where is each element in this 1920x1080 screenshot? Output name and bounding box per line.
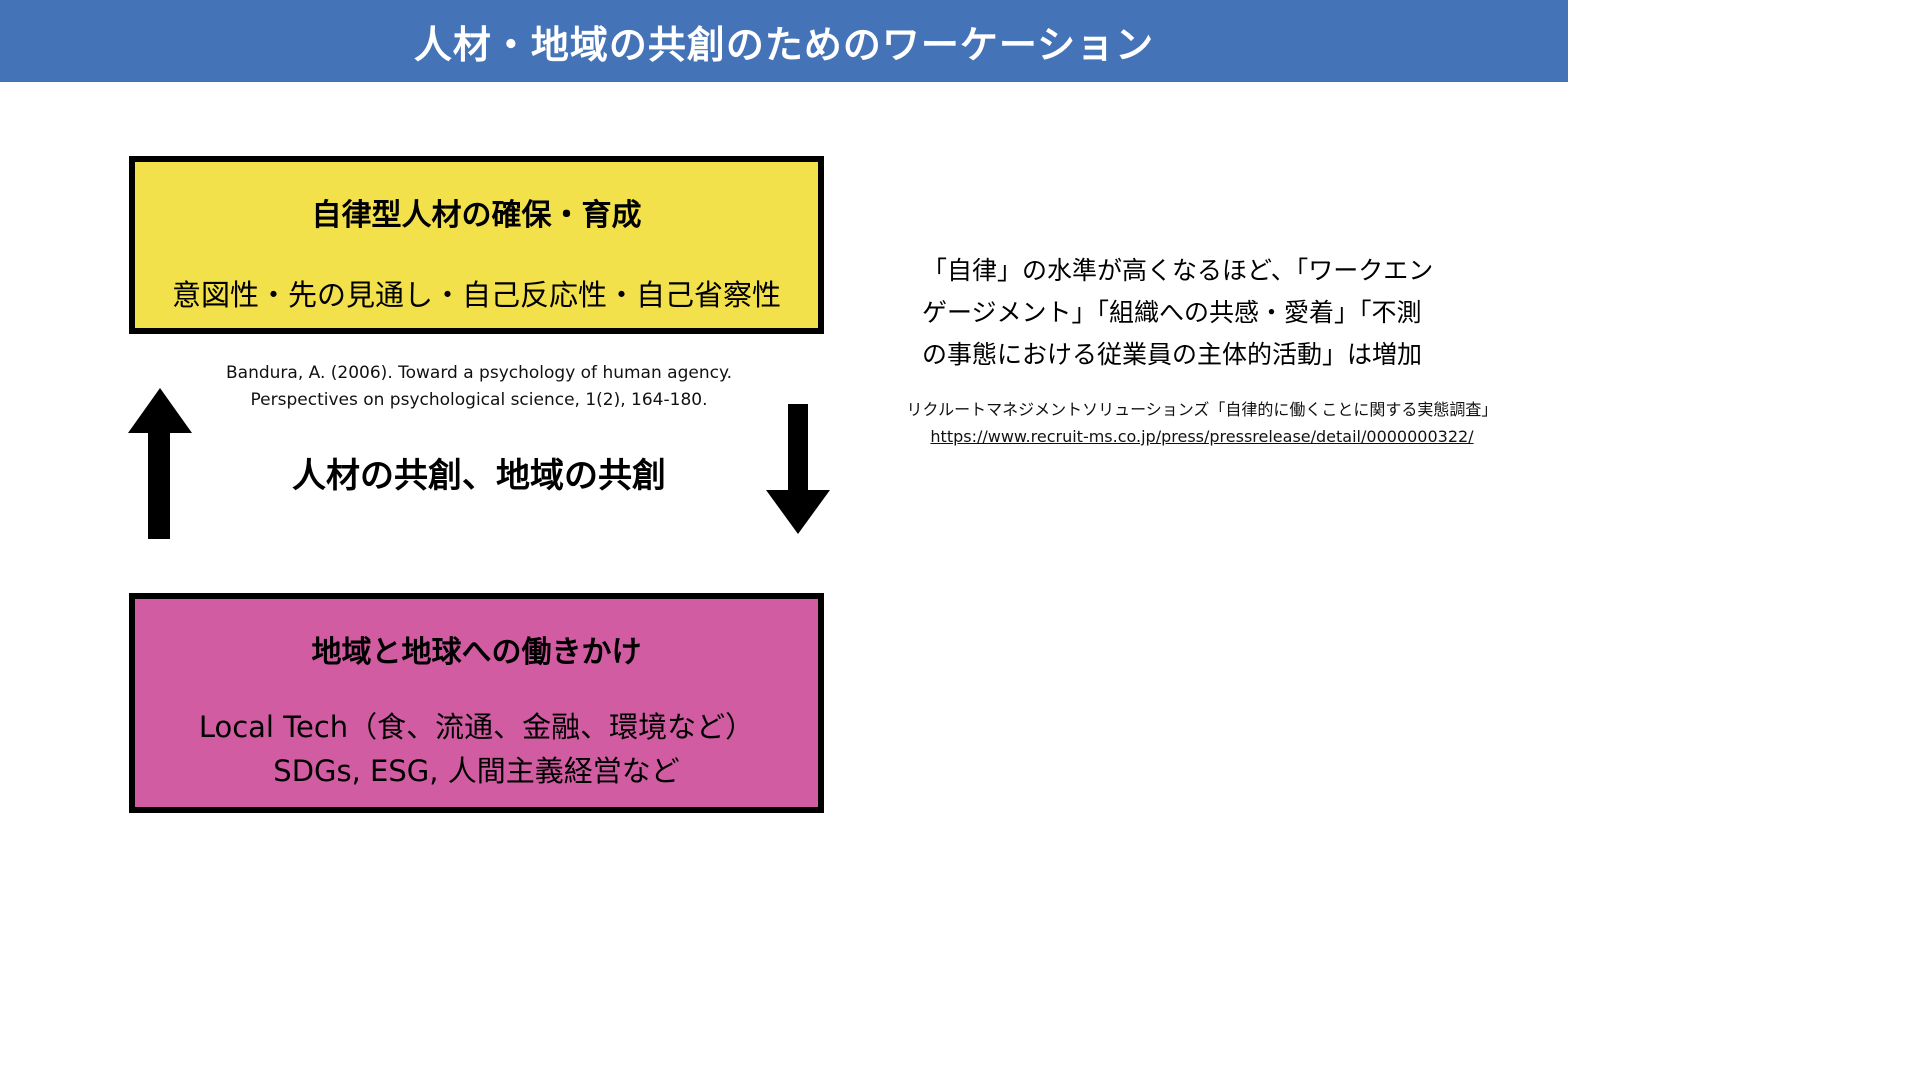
regional-action-title: 地域と地球への働きかけ <box>311 635 642 670</box>
slide-header: 人材・地域の共創のためのワーケーション <box>0 0 1568 82</box>
survey-source: リクルートマネジメントソリューションズ「自律的に働くことに関する実態調査」 ht… <box>868 396 1536 450</box>
regional-action-box: 地域と地球への働きかけ Local Tech（食、流通、金融、環境など） SDG… <box>129 593 824 813</box>
citation-line-1: Bandura, A. (2006). Toward a psychology … <box>226 363 732 383</box>
finding-line-1: 「自律」の水準が高くなるほど、「ワークエン <box>922 256 1434 285</box>
finding-line-3: の事態における従業員の主体的活動」は増加 <box>922 340 1423 369</box>
autonomous-talent-title: 自律型人材の確保・育成 <box>311 198 642 233</box>
survey-source-link[interactable]: https://www.recruit-ms.co.jp/press/press… <box>930 427 1474 446</box>
survey-source-title: リクルートマネジメントソリューションズ「自律的に働くことに関する実態調査」 <box>906 400 1498 419</box>
co-creation-label: 人材の共創、地域の共創 <box>292 456 666 496</box>
up-arrow-icon <box>128 388 192 539</box>
regional-action-body: Local Tech（食、流通、金融、環境など） SDGs, ESG, 人間主義… <box>135 705 818 793</box>
down-arrow-icon <box>766 404 830 534</box>
regional-action-line-1: Local Tech（食、流通、金融、環境など） <box>198 710 755 744</box>
autonomous-talent-box: 自律型人材の確保・育成 意図性・先の見通し・自己反応性・自己省察性 <box>129 156 824 334</box>
slide-title: 人材・地域の共創のためのワーケーション <box>413 22 1155 67</box>
autonomy-finding-text: 「自律」の水準が高くなるほど、「ワークエン ゲージメント」「組織への共感・愛着」… <box>922 250 1522 376</box>
bandura-citation: Bandura, A. (2006). Toward a psychology … <box>129 360 829 414</box>
regional-action-line-2: SDGs, ESG, 人間主義経営など <box>273 754 680 788</box>
autonomous-talent-body: 意図性・先の見通し・自己反応性・自己省察性 <box>171 278 781 312</box>
citation-line-2: Perspectives on psychological science, 1… <box>250 390 708 410</box>
finding-line-2: ゲージメント」「組織への共感・愛着」「不測 <box>922 298 1422 327</box>
